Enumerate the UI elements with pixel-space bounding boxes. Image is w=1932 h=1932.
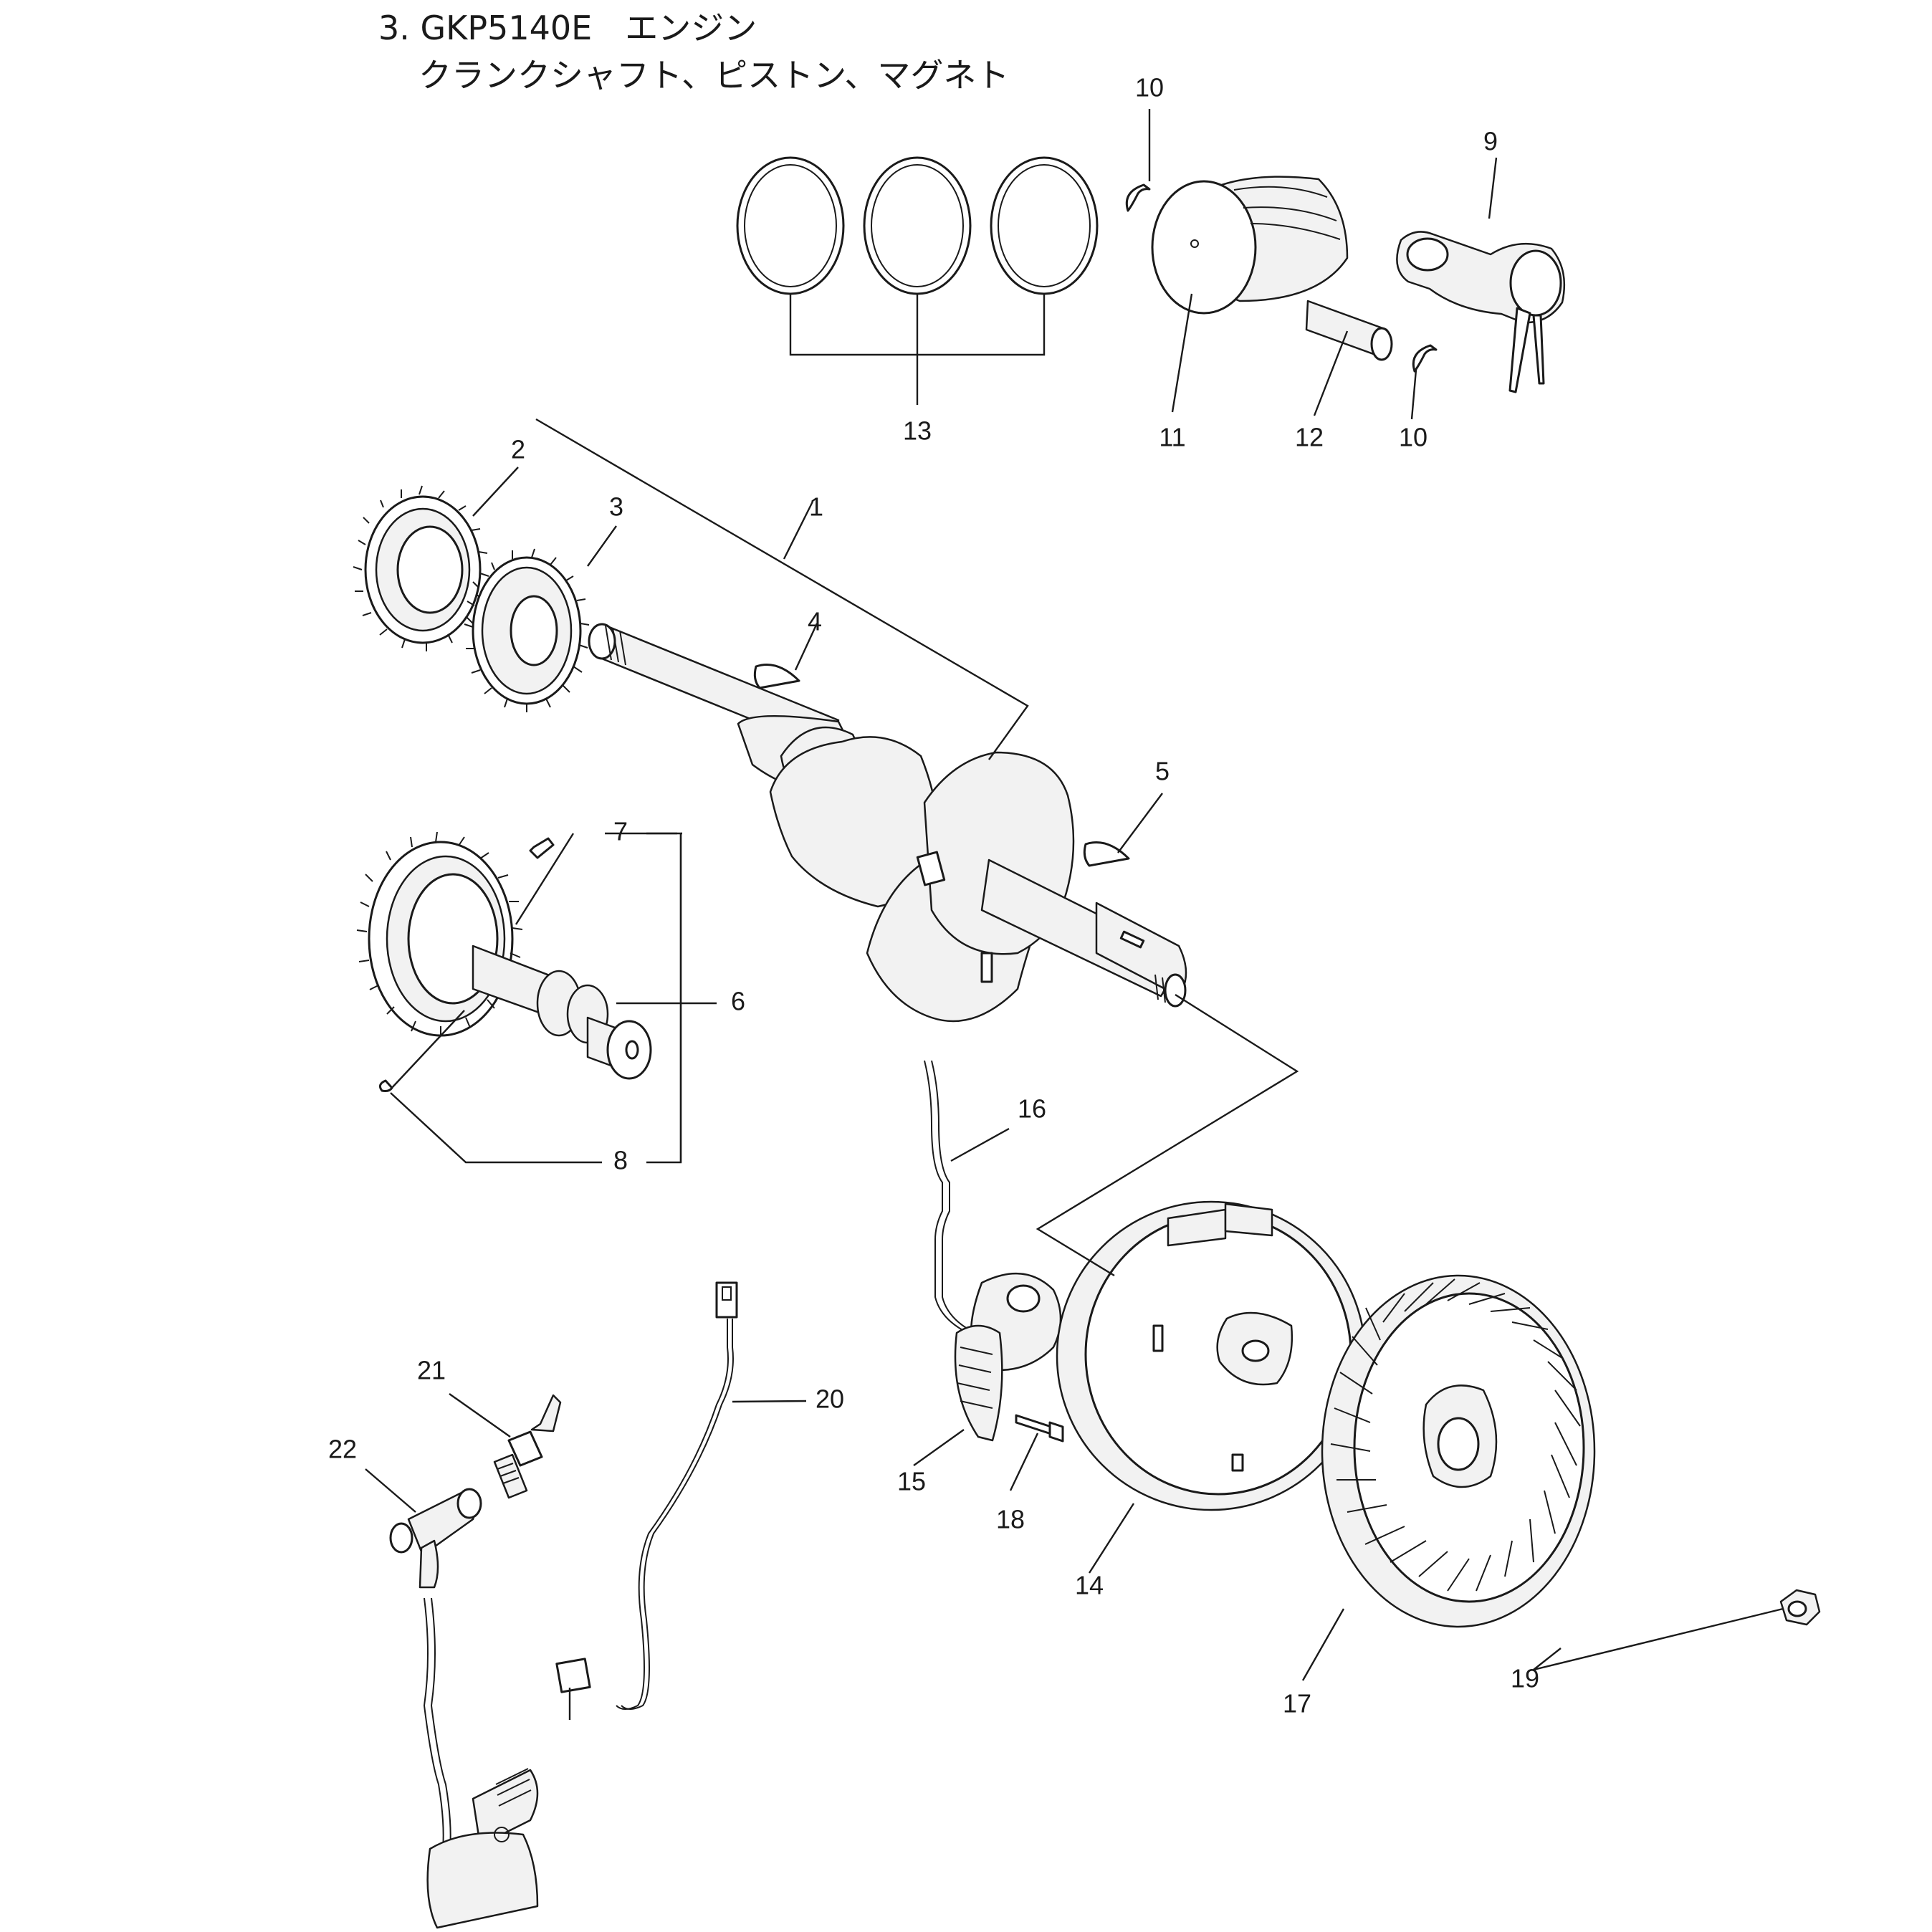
ignition-coil xyxy=(924,1060,1062,1442)
callout-10-bottom: 10 xyxy=(1399,423,1428,452)
woodruff-key-5 xyxy=(1083,841,1130,867)
piston-ring-1 xyxy=(736,156,845,295)
leader-lines xyxy=(365,109,1784,1720)
piston-pin xyxy=(1305,300,1393,361)
callout-13: 13 xyxy=(903,416,932,446)
governor-gear xyxy=(464,548,590,712)
circlip-upper xyxy=(1125,183,1151,212)
callout-10-top: 10 xyxy=(1135,73,1164,102)
piston-ring-2 xyxy=(863,156,972,295)
callout-3: 3 xyxy=(609,492,623,522)
callout-21: 21 xyxy=(417,1356,446,1385)
weight-pin xyxy=(529,837,555,859)
spark-plug xyxy=(493,1394,562,1499)
callout-4: 4 xyxy=(808,607,822,636)
callout-19: 19 xyxy=(1511,1664,1539,1693)
callout-17: 17 xyxy=(1283,1689,1311,1718)
snap-ring xyxy=(378,1079,393,1092)
callout-20: 20 xyxy=(816,1385,844,1414)
callout-15: 15 xyxy=(897,1467,926,1496)
callout-2: 2 xyxy=(511,435,525,464)
crankshaft xyxy=(588,623,1187,1023)
callout-labels: 1 2 3 4 5 6 7 8 9 10 10 11 12 13 14 15 1… xyxy=(328,73,1539,1718)
title-line-2: クランクシャフト、ピストン、マグネト xyxy=(419,56,1010,95)
flywheel xyxy=(1056,1200,1367,1511)
flywheel-nut xyxy=(1779,1589,1821,1626)
plug-cap xyxy=(389,1488,482,1589)
diagram-title: 3. GKP5140E エンジン クランクシャフト、ピストン、マグネト xyxy=(378,4,1009,99)
stop-switch-wire xyxy=(555,1281,738,1710)
callout-12: 12 xyxy=(1295,423,1324,452)
connecting-rod xyxy=(1396,231,1566,393)
title-line-1: 3. GKP5140E エンジン xyxy=(378,9,757,47)
woodruff-key-4 xyxy=(753,664,800,689)
callout-5: 5 xyxy=(1155,757,1170,786)
coil-bolt xyxy=(1015,1414,1064,1443)
callout-9: 9 xyxy=(1483,127,1498,156)
callout-7: 7 xyxy=(613,817,628,846)
callout-16: 16 xyxy=(1018,1094,1046,1124)
callout-14: 14 xyxy=(1075,1571,1104,1600)
callout-8: 8 xyxy=(613,1146,628,1175)
callout-22: 22 xyxy=(328,1435,357,1464)
camshaft-assembly xyxy=(356,831,652,1080)
circlip-lower xyxy=(1412,344,1438,373)
piston-ring-3 xyxy=(990,156,1099,295)
callout-1: 1 xyxy=(809,492,823,522)
callout-18: 18 xyxy=(996,1505,1025,1534)
ignition-module xyxy=(423,1597,539,1929)
crank-gear xyxy=(353,485,489,651)
cooling-fan xyxy=(1321,1274,1596,1628)
piston xyxy=(1151,176,1349,315)
callout-6: 6 xyxy=(731,987,745,1016)
callout-11: 11 xyxy=(1159,423,1185,452)
